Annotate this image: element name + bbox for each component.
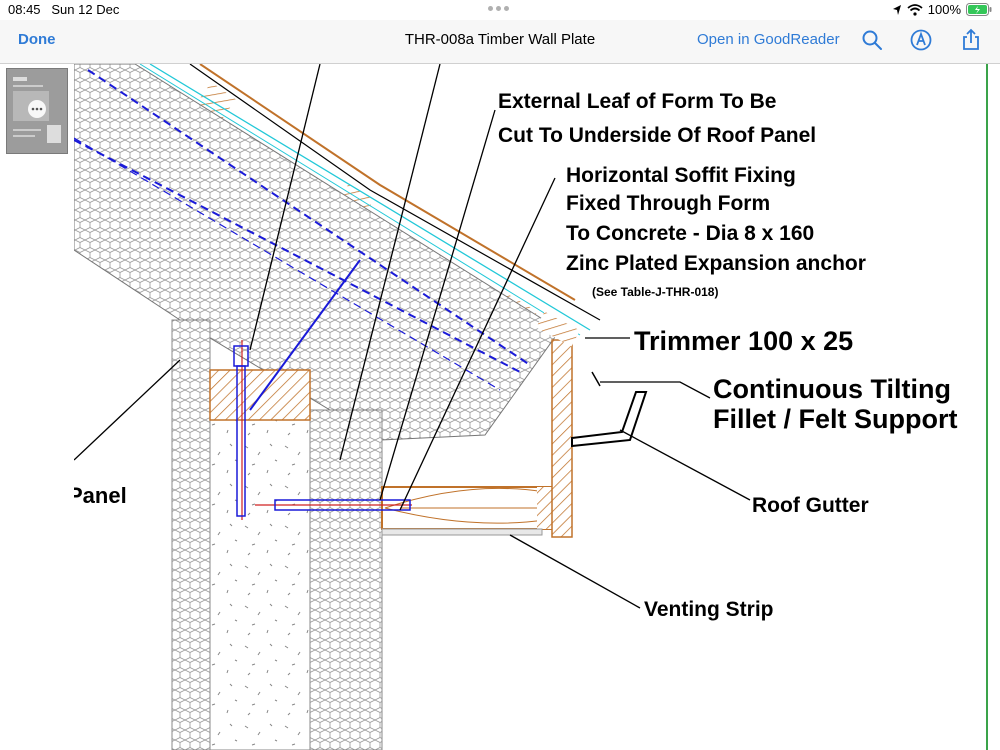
label-soffit-1: Horizontal Soffit Fixing <box>566 164 796 187</box>
label-panel: Panel <box>74 483 127 508</box>
label-trimmer: Trimmer 100 x 25 <box>634 326 853 356</box>
done-button[interactable]: Done <box>18 31 56 48</box>
label-fillet-2: Fillet / Felt Support <box>713 404 958 434</box>
status-date: Sun 12 Dec <box>51 2 120 17</box>
open-in-goodreader-button[interactable]: Open in GoodReader <box>697 31 840 48</box>
location-icon <box>892 4 901 15</box>
thumbnail-preview <box>13 77 61 143</box>
label-soffit-5: (See Table-J-THR-018) <box>592 285 718 299</box>
toolbar: Done THR-008a Timber Wall Plate Open in … <box>0 20 1000 64</box>
label-roof-gutter: Roof Gutter <box>752 494 869 517</box>
share-icon[interactable] <box>959 28 983 52</box>
label-external-leaf-1: External Leaf of Form To Be <box>498 90 777 113</box>
technical-drawing: External Leaf of Form To Be Cut To Under… <box>74 64 958 750</box>
battery-icon <box>966 3 992 16</box>
page-thumbnail[interactable] <box>6 68 68 154</box>
wifi-icon <box>907 3 923 16</box>
battery-percent: 100% <box>927 2 961 17</box>
page-thumbnails-sidebar <box>0 64 74 750</box>
status-bar: 08:45 Sun 12 Dec 100% <box>0 0 1000 20</box>
label-external-leaf-2: Cut To Underside Of Roof Panel <box>498 124 816 147</box>
document-view[interactable]: External Leaf of Form To Be Cut To Under… <box>74 64 1000 750</box>
multitasking-handle[interactable] <box>488 6 509 11</box>
status-time: 08:45 Sun 12 Dec <box>8 2 119 17</box>
document-title: THR-008a Timber Wall Plate <box>404 31 596 48</box>
page-edge-line <box>986 64 988 750</box>
search-icon[interactable] <box>860 28 884 52</box>
status-indicators: 100% <box>892 2 992 17</box>
label-fillet-1: Continuous Tilting <box>713 374 951 404</box>
label-soffit-2: Fixed Through Form <box>566 192 770 215</box>
markup-icon[interactable] <box>909 28 933 52</box>
status-time-text: 08:45 <box>8 2 41 17</box>
label-venting-strip: Venting Strip <box>644 598 774 621</box>
label-soffit-3: To Concrete - Dia 8 x 160 <box>566 222 814 245</box>
label-soffit-4: Zinc Plated Expansion anchor <box>566 252 866 275</box>
